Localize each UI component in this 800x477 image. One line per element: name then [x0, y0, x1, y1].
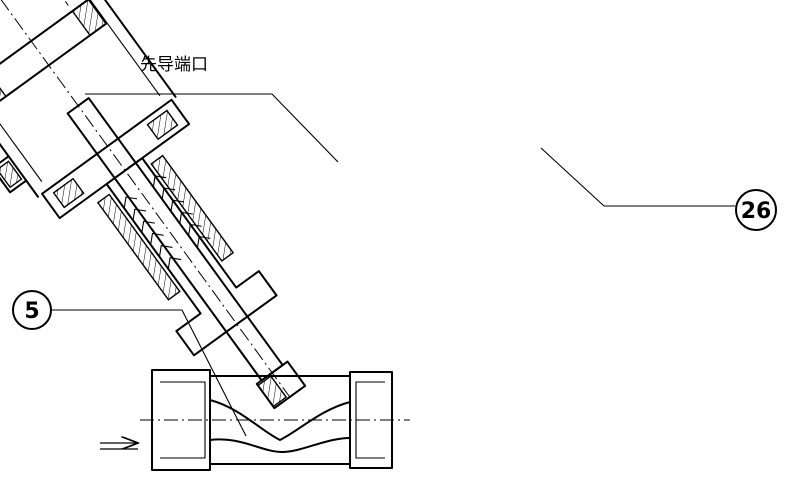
callout-26: 26	[735, 189, 777, 231]
actuator-assembly	[0, 0, 307, 410]
leader-lines	[52, 93, 735, 437]
callout-5-number: 5	[24, 299, 39, 324]
callout-26-number: 26	[741, 199, 772, 224]
callout-5: 5	[12, 290, 52, 330]
valve-body-pipe	[140, 369, 410, 471]
pilot-port-label: 先导端口	[140, 55, 208, 75]
flow-arrow	[100, 443, 138, 450]
actuator-springs	[13, 0, 70, 8]
